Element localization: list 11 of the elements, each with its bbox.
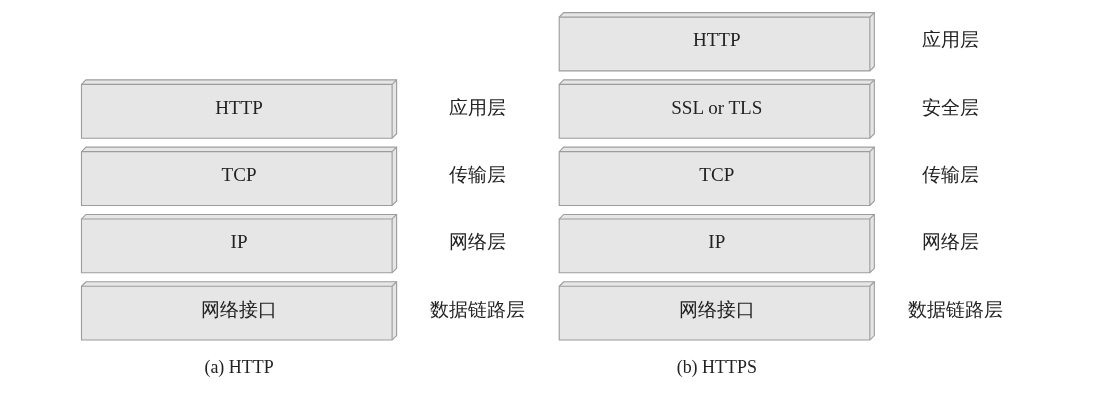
node-label: 数据链路层 <box>908 298 1004 320</box>
node-label: 应用层 <box>921 29 979 51</box>
label: (a) HTTP <box>204 357 274 378</box>
node-label: 应用层 <box>449 96 507 118</box>
node-label: 网络层 <box>449 231 507 253</box>
label: (b) HTTPS <box>676 357 757 378</box>
node-label: 数据链路层 <box>430 298 526 320</box>
node-label: 安全层 <box>921 96 979 118</box>
node-label: 传输层 <box>449 163 507 185</box>
node-label: 网络层 <box>921 231 979 253</box>
node-label: 传输层 <box>921 163 979 185</box>
